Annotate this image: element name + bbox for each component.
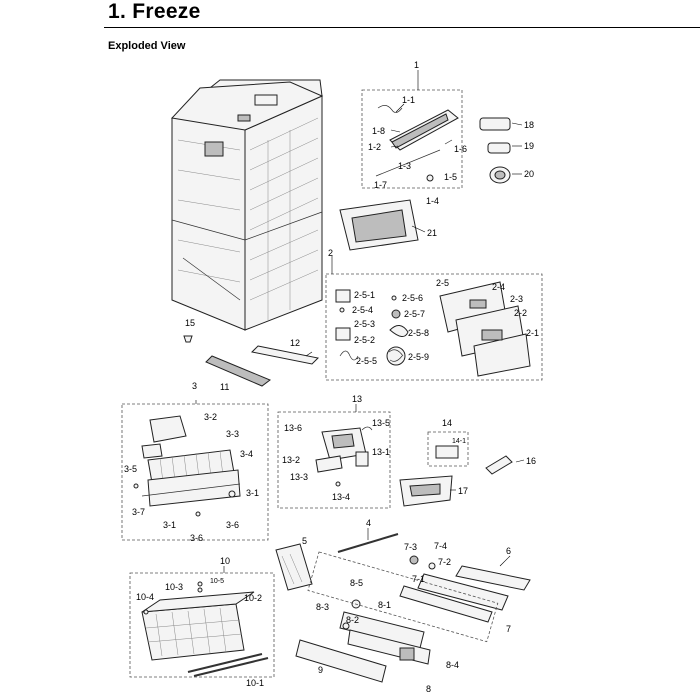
callout-1-1: 1-1 (402, 95, 415, 105)
callout-3-1-right: 3-1 (246, 488, 259, 498)
callout-1-7: 1-7 (374, 180, 387, 190)
callout-2-5-5: 2-5-5 (356, 356, 377, 366)
fittings-18-20 (479, 117, 511, 184)
callout-8-1: 8-1 (378, 600, 391, 610)
group-8-box (307, 551, 499, 643)
callout-13-6: 13-6 (284, 423, 302, 433)
callout-10-1: 10-1 (246, 678, 264, 688)
callout-3-6-right: 3-6 (226, 520, 239, 530)
callout-8-5: 8-5 (350, 578, 363, 588)
group-14-box (427, 431, 469, 467)
callout-15: 15 (185, 318, 195, 328)
callout-8-2: 8-2 (346, 615, 359, 625)
callout-21: 21 (427, 228, 437, 238)
callout-7: 7 (506, 624, 511, 634)
callout-8-3: 8-3 (316, 602, 329, 612)
callout-2-5-6: 2-5-6 (402, 293, 423, 303)
rails-and-covers (275, 533, 531, 683)
callout-13-4: 13-4 (332, 492, 350, 502)
callout-20: 20 (524, 169, 534, 179)
callout-13-2: 13-2 (282, 455, 300, 465)
callout-10-4: 10-4 (136, 592, 154, 602)
small-parts-11-12-15 (183, 335, 320, 387)
callout-14-1: 14-1 (452, 438, 466, 445)
callout-18: 18 (524, 120, 534, 130)
callout-10-3: 10-3 (165, 582, 183, 592)
page-title: 1. Freeze (108, 0, 201, 23)
callout-3-1-left: 3-1 (163, 520, 176, 530)
freezer-cabinet (170, 79, 324, 331)
callout-8: 8 (426, 684, 431, 694)
callout-16: 16 (526, 456, 536, 466)
callout-3-2: 3-2 (204, 412, 217, 422)
basket-10 (141, 581, 269, 677)
callout-1-3: 1-3 (398, 161, 411, 171)
callout-1-8: 1-8 (372, 126, 385, 136)
section-subtitle: Exploded View (108, 40, 186, 52)
drawer-3 (133, 415, 241, 517)
callout-7-2: 7-2 (438, 557, 451, 567)
callout-3-3: 3-3 (226, 429, 239, 439)
group-13-box (277, 411, 391, 509)
group-2-box (325, 273, 543, 381)
parts-14-16-17 (399, 445, 513, 507)
callout-2-5: 2-5 (436, 278, 449, 288)
callout-6: 6 (506, 546, 511, 556)
callout-2-3: 2-3 (510, 294, 523, 304)
ice-maker-13 (315, 426, 373, 487)
callout-labels: 1 1-1 1-8 1-2 1-3 1-6 1-5 1-7 1-4 18 19 … (124, 60, 539, 694)
callout-7-4: 7-4 (434, 541, 447, 551)
callout-3: 3 (192, 381, 197, 391)
part-21-cover (339, 199, 419, 251)
callout-2-5-1: 2-5-1 (354, 290, 375, 300)
evaporator-cover (375, 105, 459, 182)
leader-lines (195, 70, 525, 573)
callout-2-5-4: 2-5-4 (352, 305, 373, 315)
callout-1-4: 1-4 (426, 196, 439, 206)
callout-13-1: 13-1 (372, 447, 390, 457)
callout-8-4: 8-4 (446, 660, 459, 670)
title-underline (104, 27, 700, 28)
callout-9: 9 (318, 665, 323, 675)
callout-13-3: 13-3 (290, 472, 308, 482)
callout-12: 12 (290, 338, 300, 348)
group-3-box (121, 403, 269, 541)
callout-2-1: 2-1 (526, 328, 539, 338)
callout-2-5-7: 2-5-7 (404, 309, 425, 319)
callout-13-5: 13-5 (372, 418, 390, 428)
callout-10-5: 10-5 (210, 578, 224, 585)
control-panel-assembly (439, 281, 531, 377)
callout-5: 5 (302, 536, 307, 546)
callout-3-4: 3-4 (240, 449, 253, 459)
callout-3-6-bottom: 3-6 (190, 533, 203, 543)
callout-2: 2 (328, 248, 333, 258)
callout-3-5: 3-5 (124, 464, 137, 474)
callout-1-6: 1-6 (454, 144, 467, 154)
callout-2-5-2: 2-5-2 (354, 335, 375, 345)
callout-2-2: 2-2 (514, 308, 527, 318)
callout-4: 4 (366, 518, 371, 528)
group-10-box (129, 572, 275, 678)
callout-7-3: 7-3 (404, 542, 417, 552)
callout-10: 10 (220, 556, 230, 566)
callout-2-5-3: 2-5-3 (354, 319, 375, 329)
callout-10-2: 10-2 (244, 593, 262, 603)
callout-3-7: 3-7 (132, 507, 145, 517)
callout-13: 13 (352, 394, 362, 404)
callout-1: 1 (414, 60, 419, 70)
fan-motor-parts (335, 289, 409, 366)
callout-17: 17 (458, 486, 468, 496)
callout-11: 11 (220, 382, 229, 392)
callout-2-5-8: 2-5-8 (408, 328, 429, 338)
callout-1-2: 1-2 (368, 142, 381, 152)
callout-19: 19 (524, 141, 534, 151)
callout-2-4: 2-4 (492, 282, 505, 292)
callout-2-5-9: 2-5-9 (408, 352, 429, 362)
callout-14: 14 (442, 418, 452, 428)
callout-1-5: 1-5 (444, 172, 457, 182)
group-1-box (361, 89, 463, 189)
callout-7-1: 7-1 (412, 574, 425, 584)
